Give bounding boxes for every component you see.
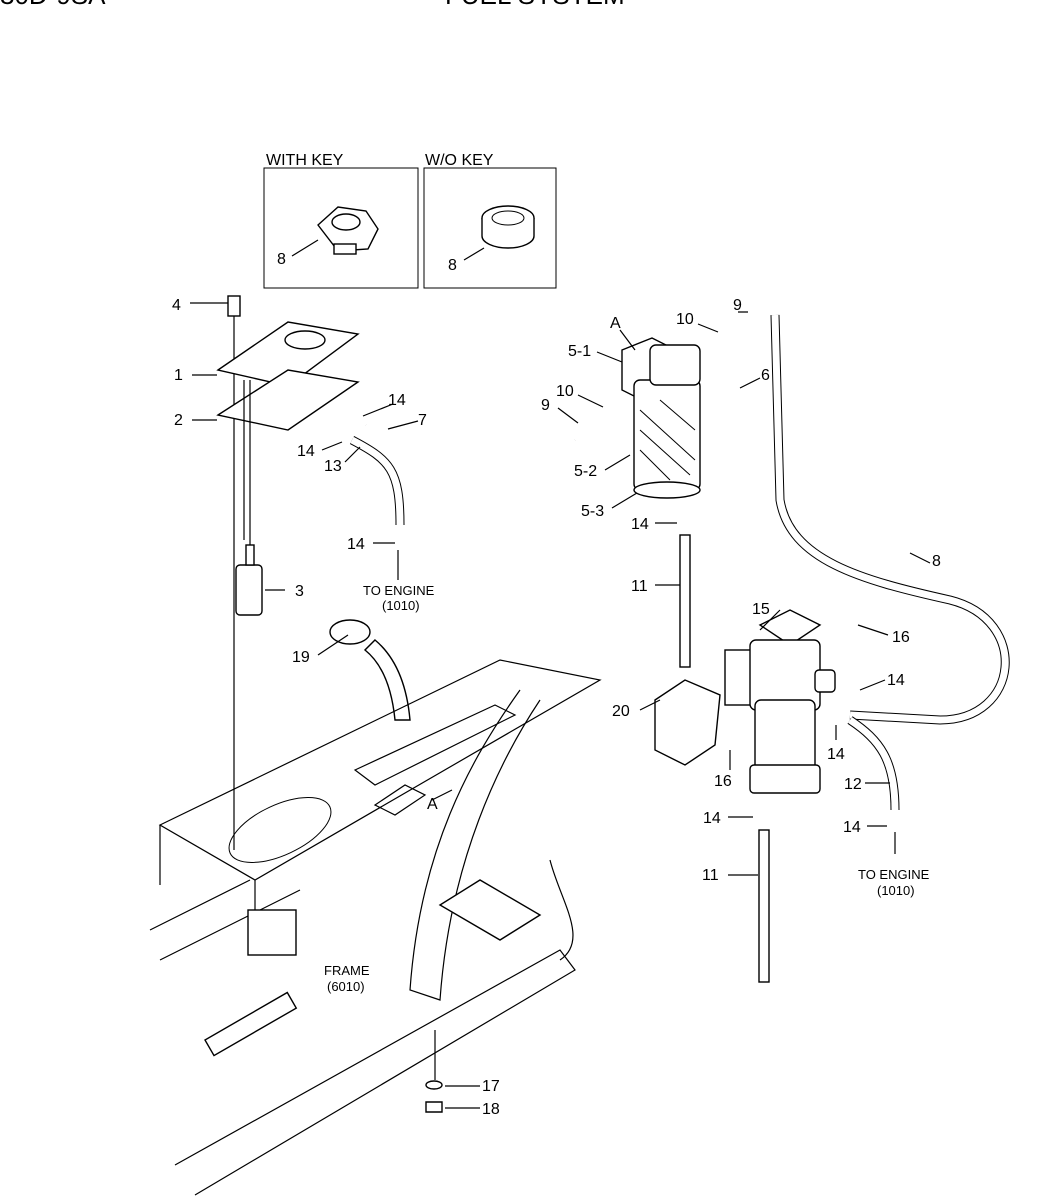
fuel-cap-without-key <box>481 205 535 249</box>
to-engine-ref: (1010) <box>877 883 915 898</box>
callout-3: 3 <box>295 583 304 600</box>
inset-without-key: W/O KEY 8 <box>423 152 557 289</box>
callout-15: 15 <box>752 601 770 618</box>
callout-8: 8 <box>448 257 457 274</box>
callout-7: 7 <box>418 412 427 429</box>
diagram-title: FUEL SYSTEM <box>445 0 625 10</box>
callout-14: 14 <box>347 536 365 553</box>
callout-14: 14 <box>703 810 721 827</box>
callout-17: 17 <box>482 1078 500 1095</box>
sender-assembly <box>216 295 360 850</box>
callout-A: A <box>427 796 438 813</box>
callout-14: 14 <box>297 443 315 460</box>
to-engine-note: TO ENGINE <box>858 867 930 882</box>
callout-6: 6 <box>761 367 770 384</box>
inset-with-key-label: WITH KEY <box>266 152 344 169</box>
fuel-cap-with-key <box>317 206 379 255</box>
leader-lines <box>190 302 931 1109</box>
callout-11: 11 <box>702 867 719 884</box>
inset-without-key-label: W/O KEY <box>425 152 494 169</box>
frame-ref: (6010) <box>327 979 365 994</box>
callout-16: 16 <box>714 773 732 790</box>
callout-10: 10 <box>676 311 694 328</box>
callout-14: 14 <box>388 392 406 409</box>
callout-16: 16 <box>892 629 910 646</box>
to-engine-note: TO ENGINE <box>363 583 435 598</box>
callout-9: 9 <box>733 297 742 314</box>
callout-2: 2 <box>174 412 183 429</box>
callout-8: 8 <box>932 553 941 570</box>
callout-12: 12 <box>844 776 862 793</box>
fuel-filter-upper <box>621 337 701 499</box>
callout-11: 11 <box>631 578 648 595</box>
callout-18: 18 <box>482 1101 500 1118</box>
callout-9: 9 <box>541 397 550 414</box>
callout-8: 8 <box>277 251 286 268</box>
callout-10: 10 <box>556 383 574 400</box>
callout-19: 19 <box>292 649 310 666</box>
callout-14: 14 <box>843 819 861 836</box>
model-code: 30D-9SA <box>0 0 106 10</box>
callout-1: 1 <box>174 367 183 384</box>
callout-20: 20 <box>612 703 630 720</box>
callout-5-1: 5-1 <box>568 343 591 360</box>
callout-4: 4 <box>172 297 181 314</box>
notes: TO ENGINE (1010) TO ENGINE (1010) FRAME … <box>324 583 930 994</box>
callout-14: 14 <box>631 516 649 533</box>
frame-note: FRAME <box>324 963 370 978</box>
fuel-filter-lower <box>654 609 836 794</box>
callout-5-3: 5-3 <box>581 503 604 520</box>
callout-5-2: 5-2 <box>574 463 597 480</box>
to-engine-ref: (1010) <box>382 598 420 613</box>
callout-14: 14 <box>827 746 845 763</box>
callout-14: 14 <box>887 672 905 689</box>
callout-13: 13 <box>324 458 342 475</box>
inset-with-key: WITH KEY 8 <box>263 152 419 289</box>
callout-A: A <box>610 315 621 332</box>
frame-structure <box>149 619 602 1196</box>
callouts: 4 A 9 10 5-1 1 6 10 9 14 2 7 14 13 5-2 5… <box>172 297 941 1118</box>
